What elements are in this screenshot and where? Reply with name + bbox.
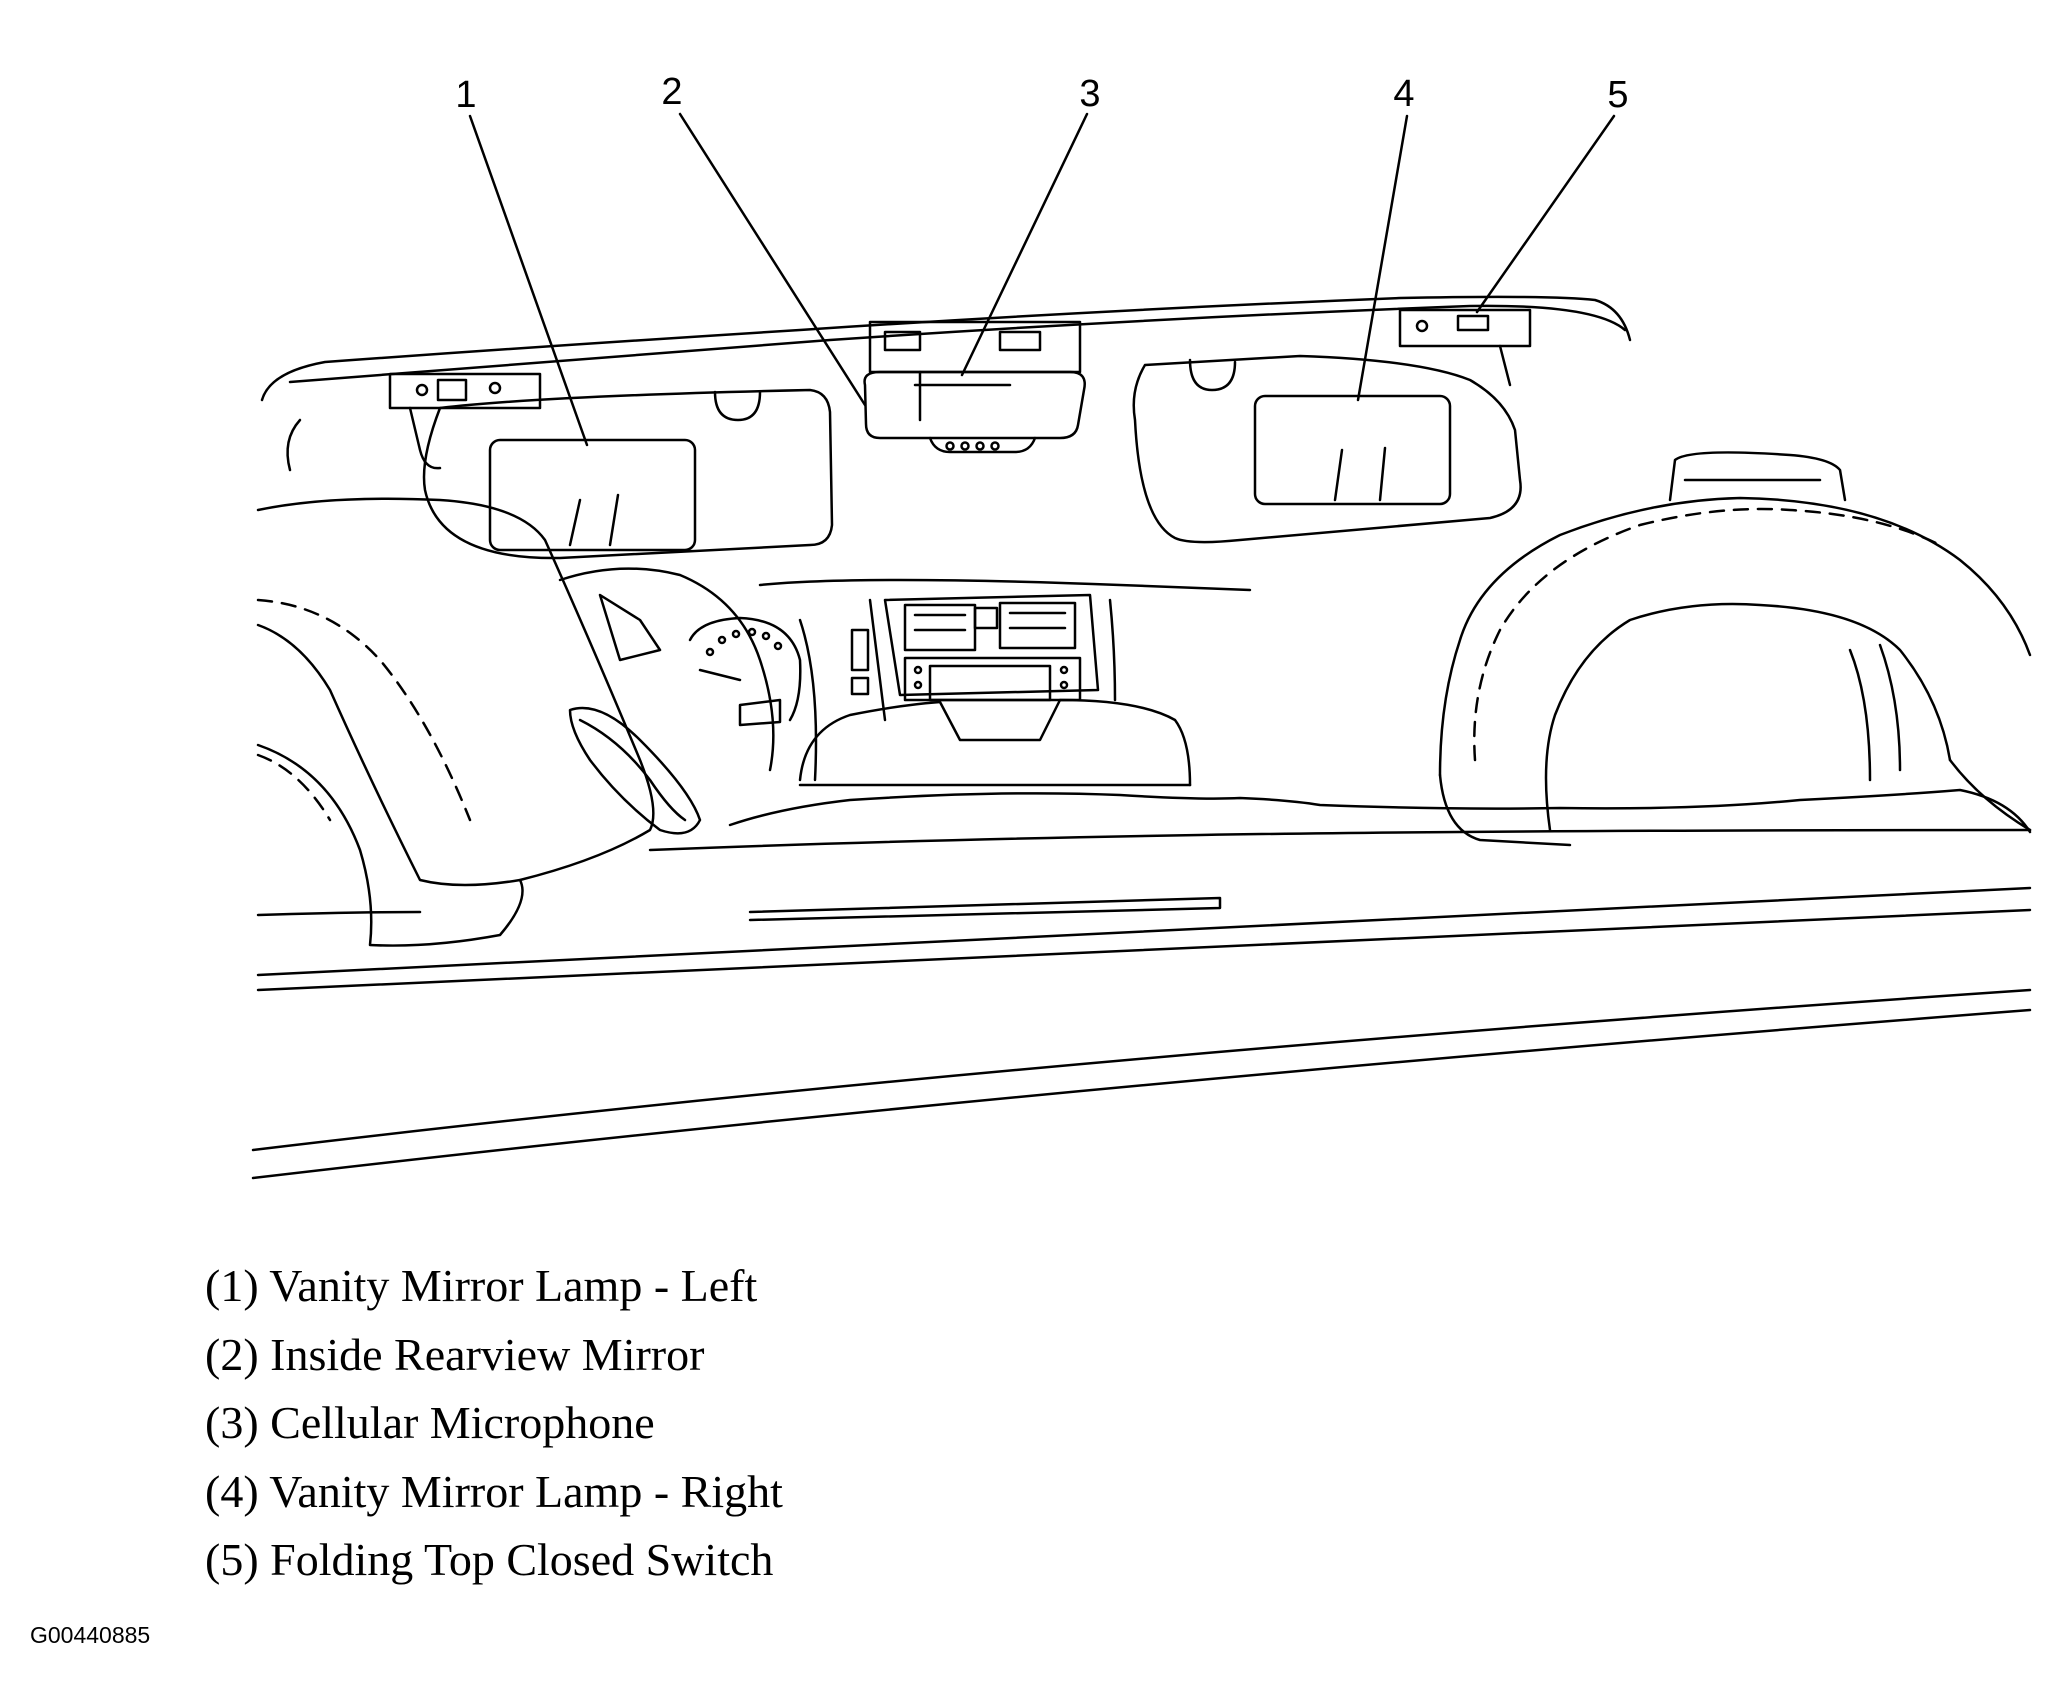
left-header-bracket [388,372,542,470]
legend-list: (1) Vanity Mirror Lamp - Left (2) Inside… [205,1252,783,1595]
leader-line-1 [468,114,589,447]
leader-line-2 [678,112,867,407]
legend-item-1: (1) Vanity Mirror Lamp - Left [205,1260,758,1311]
left-sun-visor [422,388,834,560]
body-panel [251,788,2032,1180]
center-console [758,578,1252,787]
legend-item-2: (2) Inside Rearview Mirror [205,1328,705,1380]
steering-wheel [558,567,818,835]
right-header-bracket [1398,308,1532,387]
left-headrest [256,497,655,947]
legend-item-5: (5) Folding Top Closed Switch [205,1534,774,1585]
leader-lines [468,112,1616,447]
right-headrest [1438,451,2032,847]
callout-4: 4 [1393,73,1414,115]
leader-line-5 [1475,114,1616,314]
right-sun-visor [1132,354,1522,544]
vehicle-interior-diagram: 1 2 3 4 5 [251,71,2032,1180]
diagram-svg: 1 2 3 4 5 [251,71,2032,1180]
legend-item-4: (4) Vanity Mirror Lamp - Right [205,1465,783,1517]
leader-line-4 [1356,114,1409,402]
callout-3: 3 [1079,73,1100,115]
callout-5: 5 [1607,74,1628,116]
callout-1: 1 [455,74,476,116]
callout-2: 2 [661,71,682,113]
leader-line-3 [960,112,1089,377]
figure-id: G00440885 [30,1622,151,1648]
rearview-mirror [863,320,1086,454]
windshield-header [260,295,1632,472]
legend-item-3: (3) Cellular Microphone [205,1397,655,1448]
